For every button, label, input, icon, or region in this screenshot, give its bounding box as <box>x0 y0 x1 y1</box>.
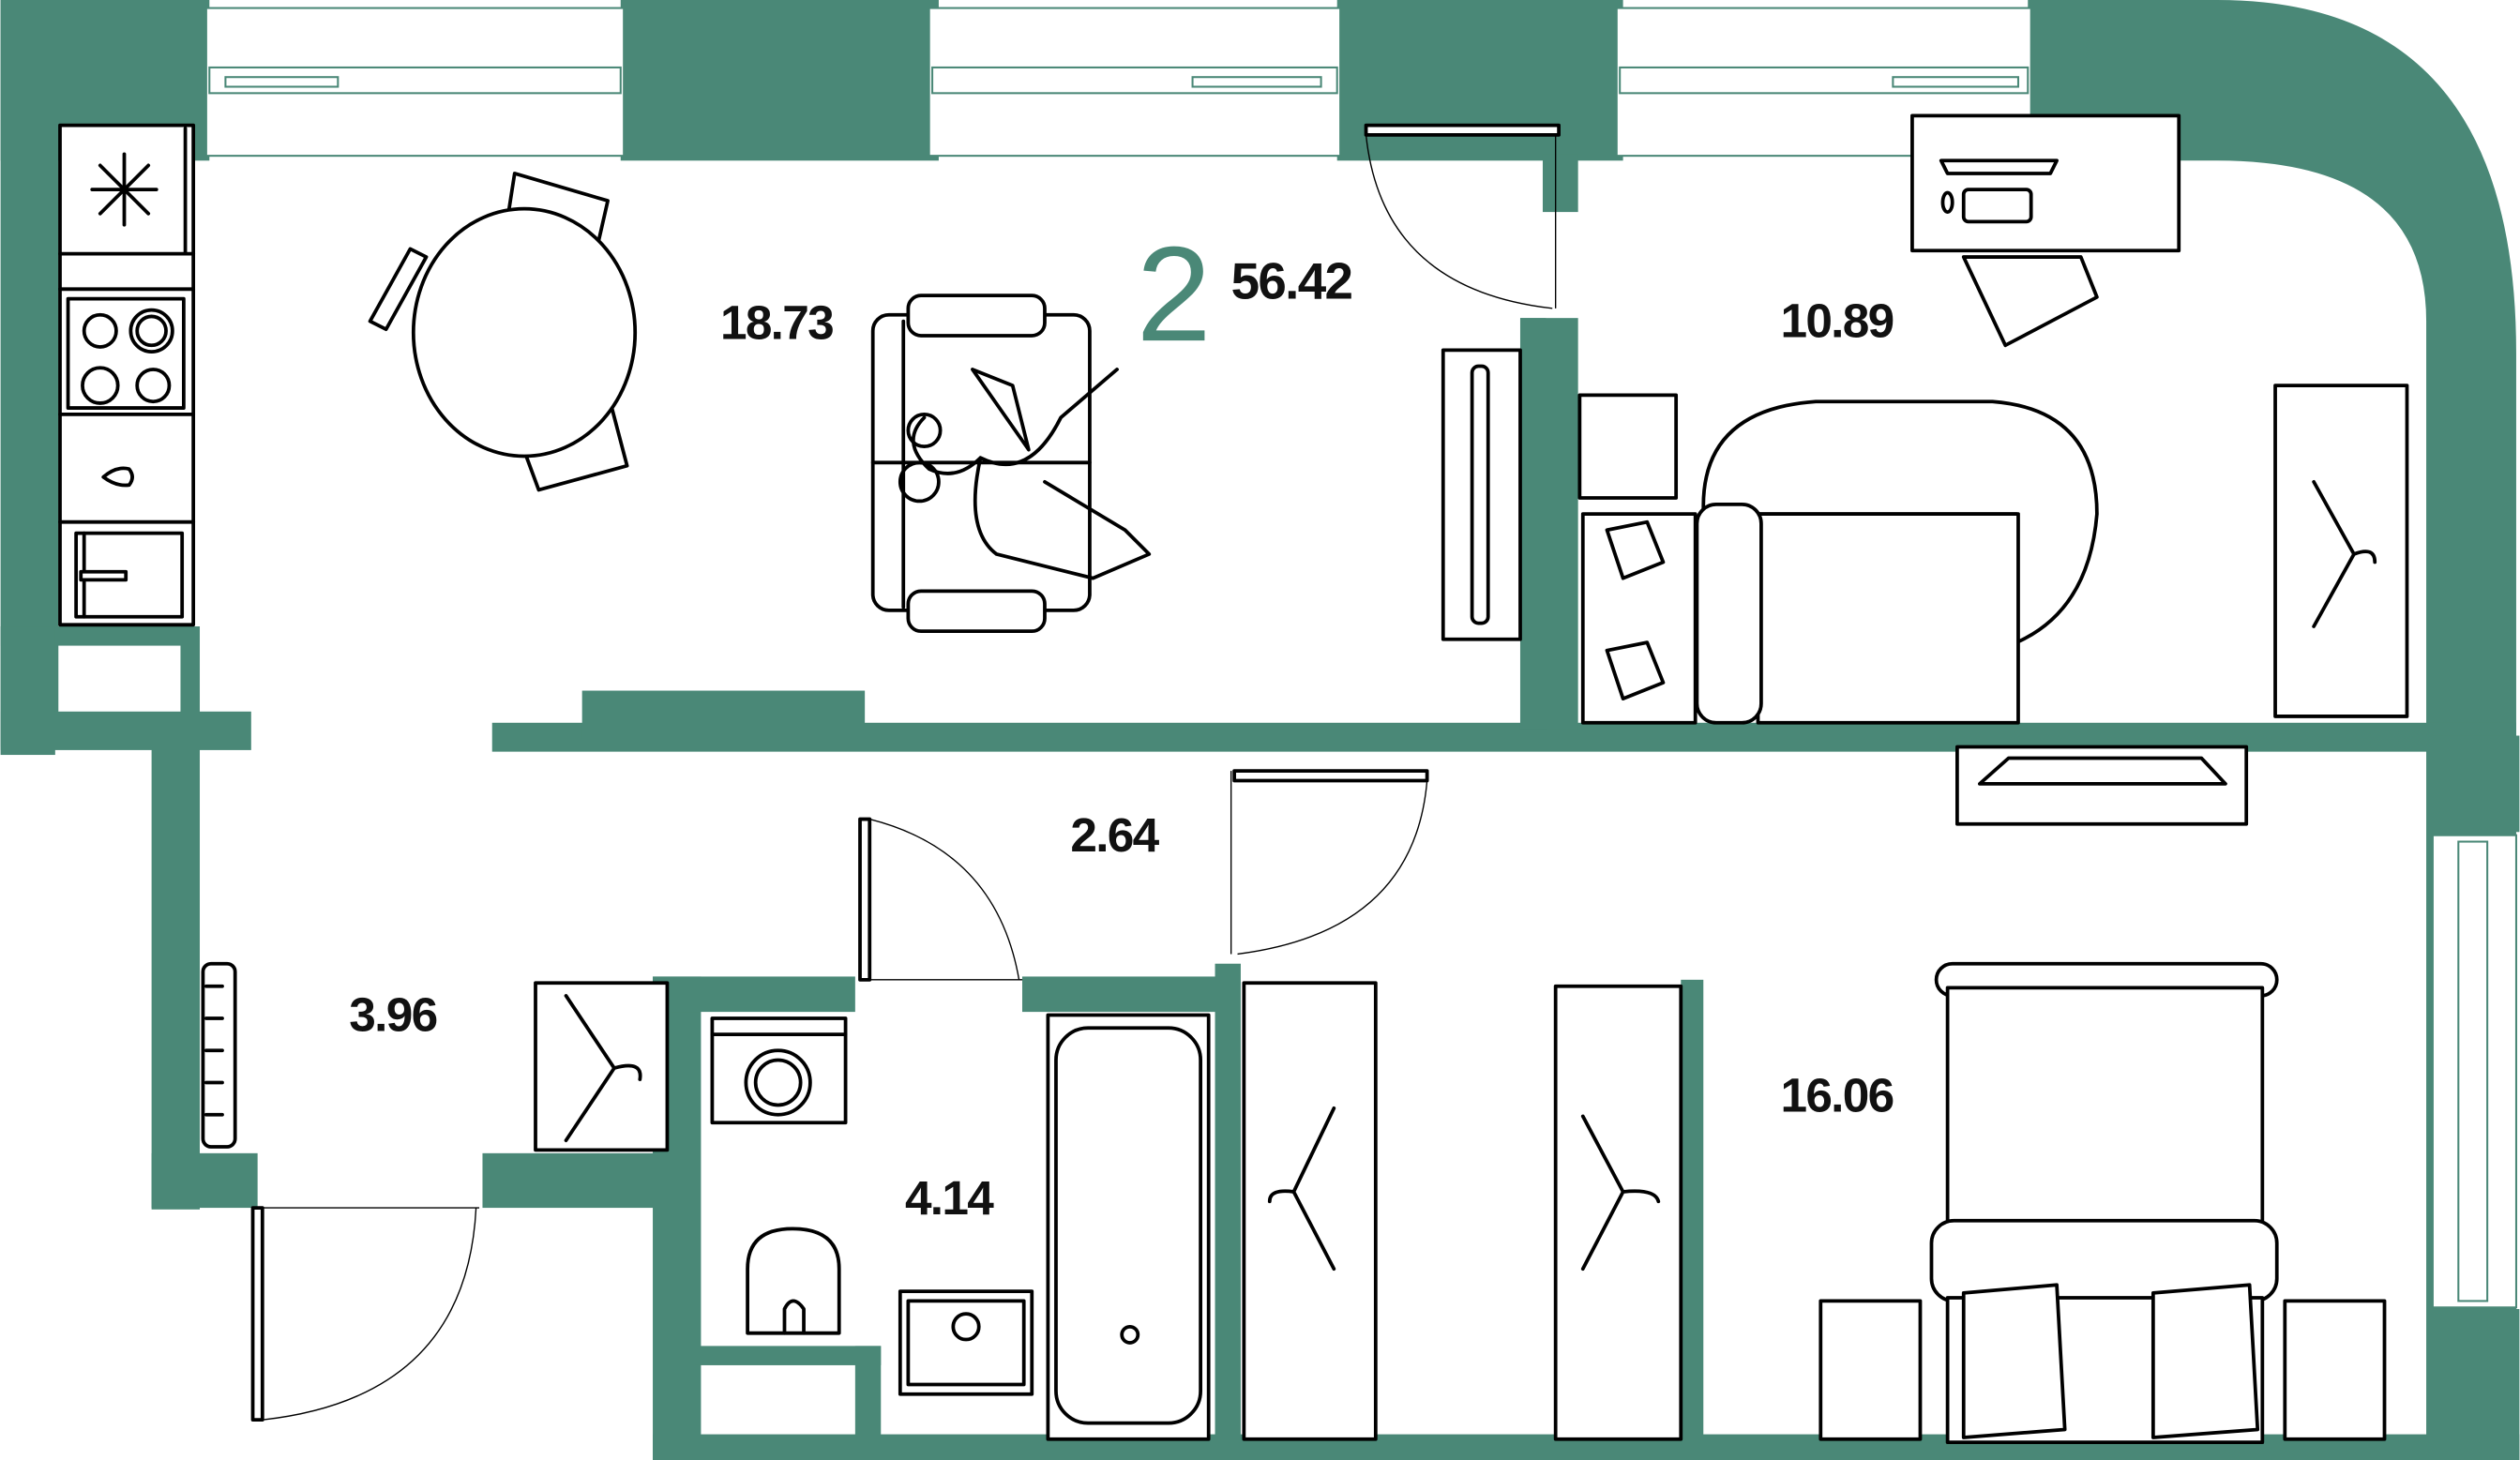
tv-icon <box>1441 348 1522 641</box>
door-icon <box>858 817 1022 982</box>
room-area-hallway: 3.96 <box>349 987 436 1042</box>
radiator-icon <box>201 961 237 1149</box>
oven-icon <box>74 531 185 619</box>
total-area: 56.42 <box>1231 252 1352 310</box>
room-area-bedroom-small: 10.89 <box>1780 294 1893 348</box>
room-area-corridor: 2.64 <box>1070 807 1159 862</box>
dining-table-icon <box>368 172 638 492</box>
rooms-count: 2 <box>1137 219 1212 369</box>
door-icon <box>1364 123 1561 309</box>
nightstand-icon <box>1577 393 1679 500</box>
room-area-bathroom: 4.14 <box>905 1170 994 1225</box>
desk-icon <box>1910 113 2181 253</box>
stove-icon <box>66 296 186 410</box>
sofa-with-people-icon <box>870 294 1152 634</box>
wardrobe-hanger-icon <box>1242 981 1378 1441</box>
office-chair-icon <box>1961 255 2099 348</box>
bathtub-icon <box>1046 1013 1211 1441</box>
bed-icon <box>1580 399 2099 725</box>
bed-icon <box>1929 961 2279 1445</box>
washbasin-icon <box>898 1289 1034 1396</box>
nightstand-icon <box>1818 1299 1923 1441</box>
window-icon <box>204 7 2517 1309</box>
snowflake-icon <box>90 152 158 227</box>
wardrobe-hanger-icon <box>1553 984 1683 1441</box>
tv-icon <box>1955 745 2249 826</box>
door-icon <box>1230 769 1429 956</box>
wardrobe-hanger-icon <box>534 981 670 1152</box>
room-area-bedroom-large: 16.06 <box>1780 1067 1893 1121</box>
sink-icon <box>101 466 134 488</box>
toilet-icon <box>746 1227 841 1335</box>
door-icon <box>250 1206 480 1422</box>
washing-machine-icon <box>710 1016 848 1125</box>
nightstand-icon <box>2283 1299 2387 1441</box>
wardrobe-hanger-icon <box>2273 384 2409 718</box>
room-area-kitchen-living: 18.73 <box>720 294 833 349</box>
